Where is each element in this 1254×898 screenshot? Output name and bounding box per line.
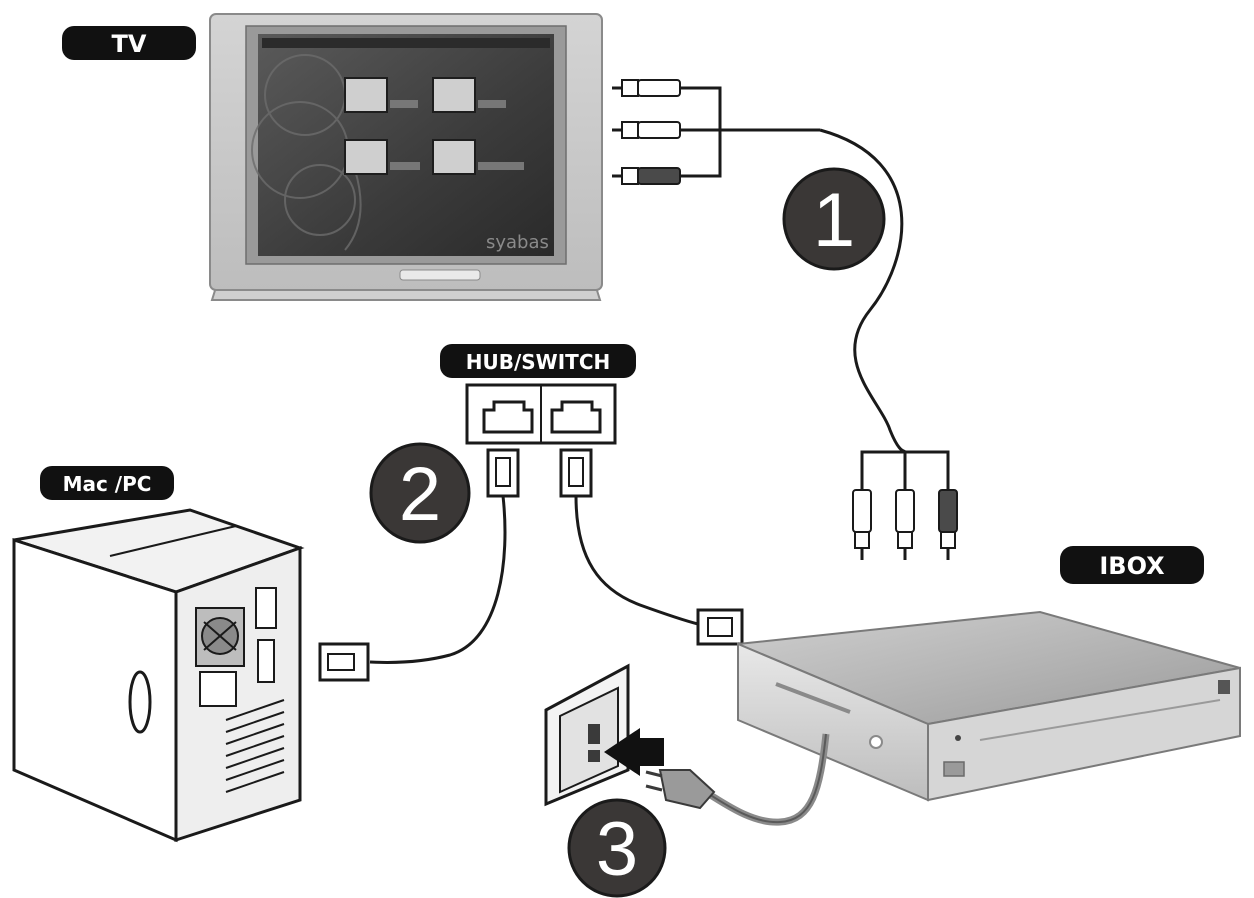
tv-device: syabas (209, 13, 603, 301)
hub-switch-device (465, 383, 617, 445)
menu-internet-icon (432, 139, 476, 175)
ethernet-port-icon (550, 400, 602, 434)
tv-label: TV (112, 30, 147, 58)
step-1-number: 1 (813, 178, 855, 263)
menu-video-icon (344, 139, 388, 175)
tv-control-buttons (399, 269, 481, 281)
power-plug-icon (645, 769, 716, 810)
rca-plug-white-top (612, 79, 681, 97)
step-3-marker: 3 (567, 798, 667, 898)
tv-label-tag: TV (62, 26, 196, 60)
ethernet-cable-to-pc (369, 495, 507, 664)
menu-music-icon (432, 77, 476, 113)
menu-photo-icon (344, 77, 388, 113)
mac-pc-label: Mac /PC (63, 472, 152, 496)
rca-plug-white-middle (612, 121, 681, 139)
mac-pc-label-tag: Mac /PC (40, 466, 174, 500)
step-3-number: 3 (596, 807, 638, 892)
ethernet-plug-ibox (696, 608, 744, 646)
arrow-left-icon (604, 728, 664, 776)
rca-plug-dark-bottom (612, 167, 681, 185)
step-2-marker: 2 (369, 442, 471, 544)
rca-plug-white-left (852, 489, 872, 560)
hub-switch-label-tag: HUB/SWITCH (440, 344, 636, 378)
ethernet-plug-left (486, 448, 520, 498)
ibox-label-tag: IBOX (1060, 546, 1204, 584)
rca-cable-tv-side (612, 79, 907, 454)
ethernet-cable-to-ibox (574, 495, 699, 626)
ibox-label: IBOX (1099, 552, 1165, 580)
ibox-device (737, 610, 1241, 802)
rca-cable-ibox-side (852, 450, 958, 560)
pc-tower (12, 508, 305, 843)
ethernet-port-icon (482, 400, 534, 434)
tv-screen-brand: syabas (486, 232, 549, 253)
rca-plug-white-center (895, 489, 915, 560)
step-1-marker: 1 (782, 167, 886, 271)
ethernet-plug-right (559, 448, 593, 498)
pc-vents (225, 699, 285, 793)
wall-outlet-icon (544, 663, 630, 807)
ethernet-plug-pc (318, 642, 370, 682)
tv-screen (258, 34, 554, 256)
tv-menu-icons (344, 77, 524, 175)
rca-plug-dark-right (938, 489, 958, 560)
step-2-number: 2 (399, 452, 441, 537)
hub-switch-label: HUB/SWITCH (466, 350, 611, 374)
